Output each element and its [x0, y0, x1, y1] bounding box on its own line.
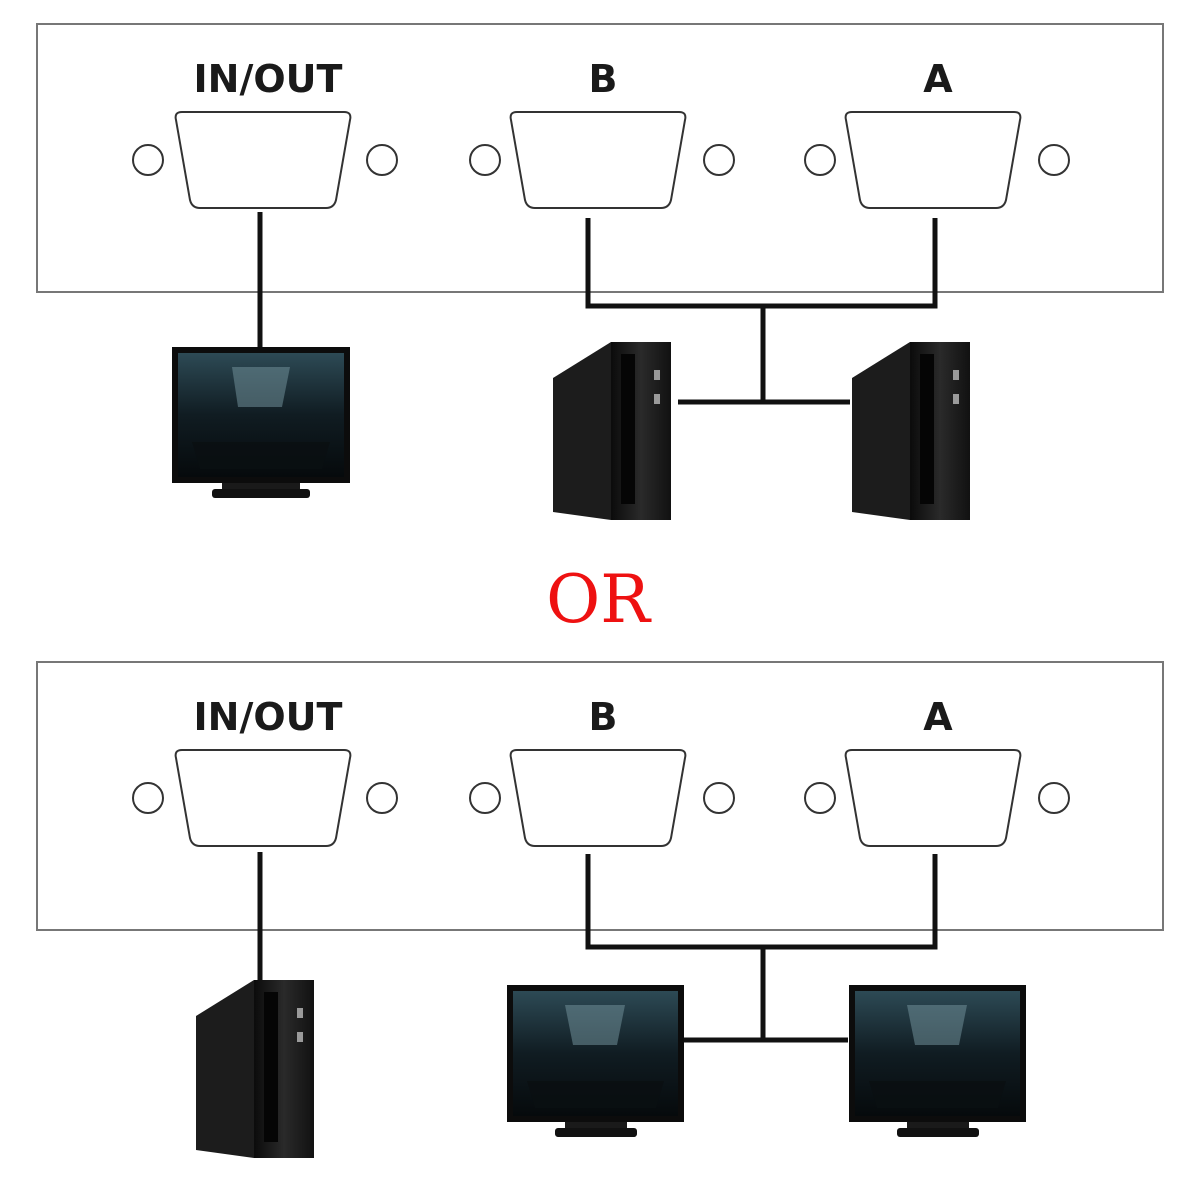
screw-hole-icon	[469, 782, 501, 814]
vga-connector-shell	[844, 749, 1022, 847]
screw-hole-icon	[132, 782, 164, 814]
screw-hole-icon	[804, 144, 836, 176]
screw-hole-icon	[469, 144, 501, 176]
port-label-b: B	[589, 57, 618, 101]
pc-tower-icon	[196, 980, 314, 1158]
screw-hole-icon	[366, 144, 398, 176]
switch-panel-bottom: IN/OUT B A	[36, 661, 1164, 931]
vga-port-b[interactable]	[469, 111, 735, 209]
screw-hole-icon	[703, 782, 735, 814]
vga-connector-shell	[509, 749, 687, 847]
vga-port-in-out[interactable]	[132, 749, 398, 847]
port-label-b: B	[589, 695, 618, 739]
cables-bottom	[257, 852, 938, 1043]
vga-port-a[interactable]	[804, 111, 1070, 209]
port-label-in-out: IN/OUT	[194, 695, 343, 739]
port-label-in-out: IN/OUT	[194, 57, 343, 101]
vga-connector-shell	[509, 111, 687, 209]
port-label-a: A	[923, 57, 953, 101]
pc-tower-icon	[553, 342, 671, 520]
vga-connector-shell	[844, 111, 1022, 209]
screw-hole-icon	[1038, 782, 1070, 814]
monitor-icon	[849, 985, 1026, 1137]
screw-hole-icon	[804, 782, 836, 814]
vga-port-a[interactable]	[804, 749, 1070, 847]
pc-tower-icon	[852, 342, 970, 520]
vga-connector-shell	[174, 111, 352, 209]
screw-hole-icon	[132, 144, 164, 176]
monitor-icon	[507, 985, 684, 1137]
or-separator: OR	[546, 561, 652, 638]
screw-hole-icon	[1038, 144, 1070, 176]
vga-port-b[interactable]	[469, 749, 735, 847]
screw-hole-icon	[703, 144, 735, 176]
switch-panel-top: IN/OUT B A	[36, 23, 1164, 293]
vga-port-in-out[interactable]	[132, 111, 398, 209]
vga-connector-shell	[174, 749, 352, 847]
screw-hole-icon	[366, 782, 398, 814]
cables-top	[257, 212, 938, 405]
port-label-a: A	[923, 695, 953, 739]
monitor-icon	[172, 347, 350, 498]
